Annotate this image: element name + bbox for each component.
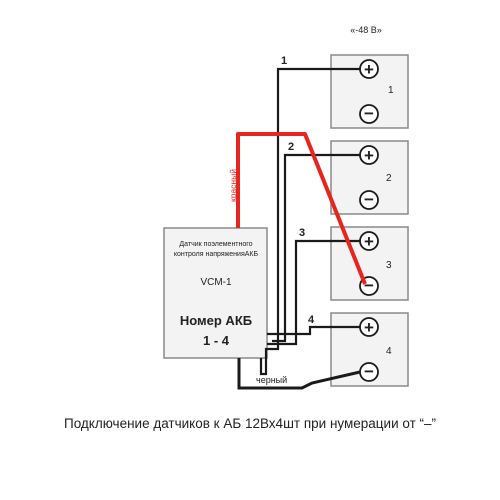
- battery-2-positive-sign: +: [364, 146, 374, 165]
- lead-number-2: 2: [288, 141, 294, 153]
- lead-wire-3: [267, 239, 360, 346]
- black-wire-label: черный: [256, 375, 287, 385]
- battery-1-negative-sign: −: [364, 104, 374, 123]
- battery-1: + − 1: [330, 54, 409, 129]
- sensor-description-line: Датчик поэлементного: [179, 241, 252, 248]
- battery-4-negative-sign: −: [364, 362, 374, 381]
- diagram-caption: Подключение датчиков к АБ 12Вх4шт при ну…: [63, 416, 437, 431]
- sensor-module: Датчик поэлементного контроля напряженияА…: [163, 227, 268, 359]
- battery-2-negative-sign: −: [364, 190, 374, 209]
- supply-label: «-48 В»: [350, 25, 382, 35]
- sensor-description: Датчик поэлементного контроля напряженияА…: [174, 241, 259, 258]
- battery-3-positive-sign: +: [364, 232, 374, 251]
- lead-wire-2: [272, 153, 360, 343]
- battery-3-label: 3: [386, 260, 392, 271]
- lead-number-1: 1: [281, 55, 287, 67]
- red-sense-wire: [236, 132, 367, 285]
- battery-1-positive-sign: +: [364, 60, 374, 79]
- sensor-model: VCM-1: [200, 277, 232, 288]
- sensor-range: 1 - 4: [203, 333, 230, 348]
- battery-4-label: 4: [386, 346, 392, 357]
- lead-wire-1: [259, 67, 360, 376]
- battery-2-label: 2: [386, 173, 392, 184]
- lead-number-3: 3: [299, 227, 305, 239]
- battery-1-label: 1: [388, 85, 394, 96]
- lead-number-4: 4: [308, 314, 315, 326]
- battery-4-positive-sign: +: [364, 318, 374, 337]
- battery-2: + − 2: [330, 140, 409, 215]
- lead-wire-4: [267, 325, 360, 336]
- battery-3: + − 3: [330, 226, 409, 301]
- battery-2-negative-terminal: [359, 190, 379, 210]
- black-ground-wire: [237, 358, 361, 390]
- battery-1-negative-terminal: [359, 104, 379, 124]
- sensor-description-line: контроля напряженияАКБ: [174, 251, 259, 258]
- red-wire-label: красный: [228, 169, 238, 202]
- battery-4: + − 4: [330, 312, 409, 387]
- sensor-number-label: Номер АКБ: [180, 313, 252, 328]
- battery-3-negative-sign: −: [364, 276, 374, 295]
- black-lead-wires: [259, 67, 360, 376]
